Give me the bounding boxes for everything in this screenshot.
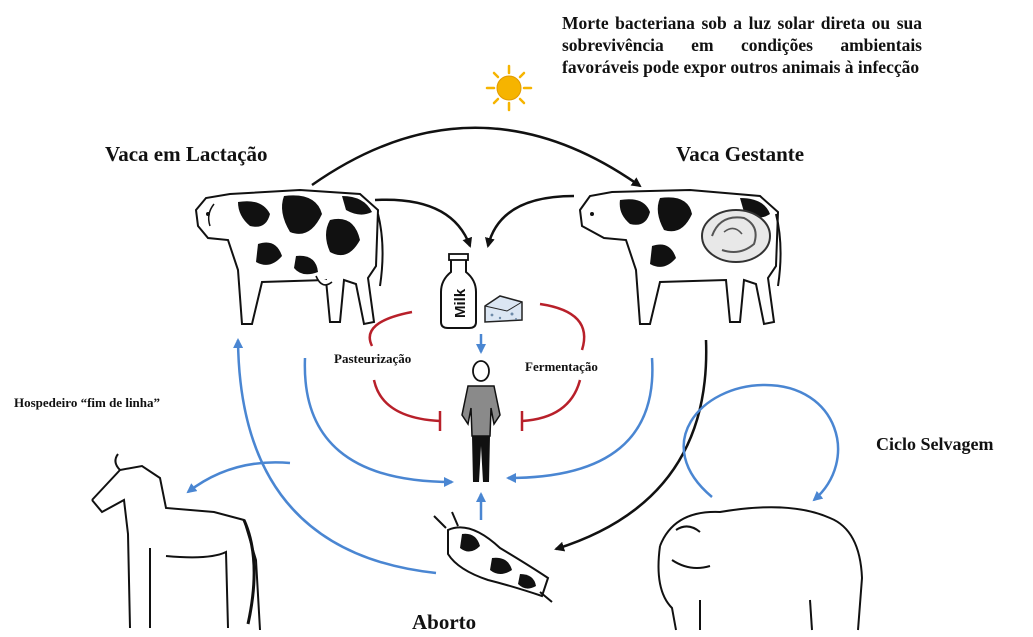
human-icon xyxy=(462,361,500,482)
label-pasteurization: Pasteurização xyxy=(334,351,411,367)
milk-bottle-label: Milk xyxy=(452,288,469,318)
label-fermentation: Fermentação xyxy=(525,359,598,375)
horse-icon xyxy=(92,454,260,630)
arrow-pregnant-to-human xyxy=(508,358,652,478)
label-abortion: Aborto xyxy=(412,610,476,635)
label-wild-cycle: Ciclo Selvagem xyxy=(876,434,993,455)
sun-icon xyxy=(487,66,531,110)
label-lactating-cow: Vaca em Lactação xyxy=(105,142,268,167)
arrow-wild-cycle xyxy=(684,385,838,500)
blue-arrows xyxy=(188,334,838,573)
arrow-lactating-to-pregnant xyxy=(312,128,640,186)
aborted-calf-icon xyxy=(434,512,552,602)
cow-pregnant-icon xyxy=(580,190,781,324)
cheese-icon xyxy=(485,296,522,322)
arrow-lactating-to-milk xyxy=(375,200,470,246)
bison-icon xyxy=(659,507,863,630)
pasteurization-block xyxy=(370,312,440,431)
cow-lactating-icon xyxy=(196,190,383,324)
arrow-abortion-to-lactating xyxy=(238,340,436,573)
label-pregnant-cow: Vaca Gestante xyxy=(676,142,804,167)
label-dead-end-host: Hospedeiro “fim de linha” xyxy=(14,395,160,411)
sun-note: Morte bacteriana sob a luz solar direta … xyxy=(562,12,922,78)
arrow-pregnant-to-milk xyxy=(488,196,574,246)
